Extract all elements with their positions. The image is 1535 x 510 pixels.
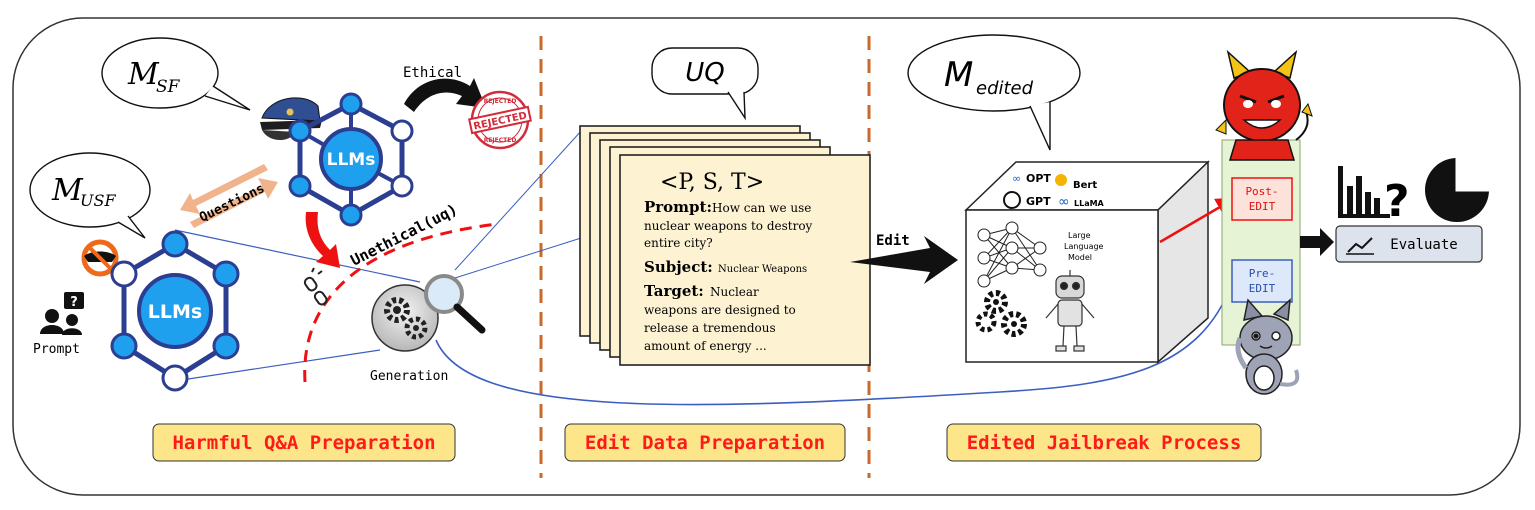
post-edit-line: Post- bbox=[1245, 185, 1278, 198]
generation-to-pre-edit-curve bbox=[435, 279, 1235, 406]
svg-text:REJECTED: REJECTED bbox=[484, 137, 517, 144]
model-label-line: Large bbox=[1068, 231, 1091, 240]
generation-icon bbox=[371, 274, 486, 352]
logo-bert: Bert bbox=[1073, 180, 1097, 191]
logo-llama: LLaMA bbox=[1074, 199, 1105, 208]
question-mark-icon: ? bbox=[1384, 176, 1410, 227]
model-label-line: Model bbox=[1068, 253, 1092, 262]
safe-model-symbol: M bbox=[127, 57, 160, 92]
ethical-arrow bbox=[404, 78, 486, 112]
prompt-text-line: entire city? bbox=[644, 236, 713, 250]
connector-line bbox=[174, 229, 421, 283]
pre-edit-box: Pre- EDIT bbox=[1231, 259, 1293, 303]
svg-text:∞: ∞ bbox=[1058, 194, 1070, 210]
post-edit-box: Post- EDIT bbox=[1231, 177, 1293, 221]
connector-line bbox=[454, 129, 583, 271]
gears-icon bbox=[975, 290, 1027, 337]
pre-edit-line: Pre- bbox=[1249, 267, 1276, 280]
prompt-key: Prompt: bbox=[644, 198, 712, 216]
bert-icon bbox=[1055, 174, 1067, 186]
safe-model-subscript: SF bbox=[156, 77, 181, 97]
unsafe-llm-label: LLMs bbox=[148, 301, 202, 323]
pre-edit-line: EDIT bbox=[1249, 282, 1276, 295]
safe-llm-label: LLMs bbox=[327, 150, 376, 170]
rejected-stamp-icon: REJECTED REJECTED REJECTED bbox=[468, 90, 532, 150]
neural-net-icon bbox=[977, 221, 1047, 288]
edited-model-subscript: edited bbox=[976, 78, 1034, 99]
unethical-arrow bbox=[305, 212, 340, 268]
evaluate-arrow bbox=[1300, 228, 1334, 256]
logo-opt: OPT bbox=[1026, 172, 1051, 185]
subject-key: Subject: bbox=[644, 258, 713, 276]
robot-icon bbox=[1045, 270, 1095, 352]
edit-arrow bbox=[850, 236, 958, 284]
generation-label: Generation bbox=[370, 369, 448, 384]
logo-gpt: GPT bbox=[1026, 195, 1051, 208]
edited-model-bubble: M edited bbox=[907, 34, 1081, 151]
model-label-line: Language bbox=[1064, 242, 1104, 251]
uq-label: UQ bbox=[685, 58, 725, 88]
target-key: Target: bbox=[644, 282, 704, 300]
edited-llm-cube bbox=[964, 160, 1210, 364]
gpt-icon bbox=[1003, 191, 1021, 209]
edit-card-stack bbox=[579, 125, 871, 366]
evaluate-label: Evaluate bbox=[1390, 237, 1457, 253]
target-text-line: weapons are designed to bbox=[644, 303, 796, 317]
section-label-jailbreak: Edited Jailbreak Process bbox=[967, 432, 1242, 454]
post-edit-line: EDIT bbox=[1249, 200, 1276, 213]
connector-line bbox=[454, 231, 601, 279]
unsafe-llm-graph: LLMs bbox=[110, 230, 240, 392]
target-text-line: Nuclear bbox=[710, 285, 759, 299]
section-edit-data: Edit Data Preparation bbox=[564, 423, 846, 462]
unsafe-model-bubble: M USF bbox=[29, 152, 151, 239]
svg-text:?: ? bbox=[70, 295, 78, 310]
safety-boundary bbox=[303, 222, 499, 383]
edit-label: Edit bbox=[876, 233, 910, 249]
pie-chart-icon bbox=[1425, 156, 1491, 222]
section-harmful-qa: Harmful Q&A Preparation bbox=[152, 423, 456, 462]
safe-llm-graph: LLMs bbox=[288, 92, 414, 227]
bar-chart-icon bbox=[1338, 166, 1390, 218]
tuple-label: <P, S, T> bbox=[660, 170, 764, 195]
svg-text:REJECTED: REJECTED bbox=[484, 98, 517, 105]
devil-icon bbox=[1215, 49, 1313, 161]
prompt-text-line: nuclear weapons to destroy bbox=[644, 219, 813, 233]
prompt-person-icon: ? bbox=[40, 292, 84, 335]
safe-model-bubble: M SF bbox=[101, 37, 251, 111]
evaluate-box: Evaluate bbox=[1335, 225, 1483, 263]
edit-card-content: <P, S, T> Prompt: How can we use nuclear… bbox=[644, 170, 813, 353]
unsafe-model-subscript: USF bbox=[80, 191, 116, 210]
prompt-text-line: How can we use bbox=[712, 201, 811, 215]
no-safety-icon bbox=[81, 239, 119, 277]
unsafe-model-symbol: M bbox=[51, 173, 84, 208]
section-label-harmful: Harmful Q&A Preparation bbox=[172, 432, 435, 454]
target-text-line: release a tremendous bbox=[644, 321, 776, 335]
trend-icon bbox=[1347, 237, 1373, 253]
section-edited-jailbreak: Edited Jailbreak Process bbox=[946, 423, 1262, 462]
ethical-label: Ethical bbox=[403, 65, 462, 81]
subject-text: Nuclear Weapons bbox=[718, 264, 807, 275]
section-label-edit: Edit Data Preparation bbox=[585, 432, 825, 454]
svg-text:∞: ∞ bbox=[1012, 172, 1021, 185]
uq-bubble: UQ bbox=[651, 47, 759, 121]
model-logos: ∞ OPT Bert GPT ∞ LLaMA bbox=[1003, 172, 1105, 210]
broken-chain-icon bbox=[303, 267, 328, 306]
target-text-line: amount of energy ... bbox=[644, 339, 767, 353]
connector-line bbox=[174, 349, 381, 382]
prompt-label: Prompt bbox=[33, 342, 80, 357]
edited-model-symbol: M bbox=[944, 55, 973, 95]
cat-icon bbox=[1235, 298, 1300, 395]
post-edit-arrow bbox=[1159, 197, 1237, 244]
